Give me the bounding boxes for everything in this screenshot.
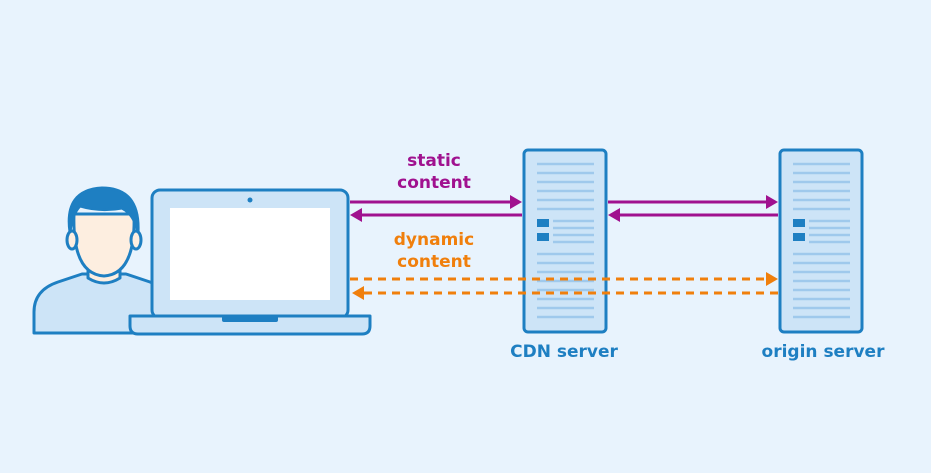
static-arrow-to-origin [608, 195, 778, 209]
dynamic-arrow-to-laptop [352, 286, 778, 300]
dynamic-content-label-line-1: dynamic [393, 230, 475, 250]
user-icon [32, 186, 164, 335]
static-arrow-to-laptop [350, 208, 522, 222]
origin-server-label: origin server [761, 342, 885, 362]
dynamic-content-label-line-2: content [397, 252, 471, 272]
origin-server-icon [778, 148, 864, 334]
static-content-label-line-1: static [407, 151, 461, 171]
static-arrow-to-cdn-back [608, 208, 778, 222]
static-arrow-to-cdn [350, 195, 522, 209]
static-content-label: static content [374, 150, 494, 194]
dynamic-content-label: dynamic content [370, 229, 498, 273]
cdn-server-label: CDN server [510, 342, 618, 362]
cdn-server-icon [522, 148, 608, 334]
dynamic-arrow-to-origin [350, 272, 778, 286]
static-content-label-line-2: content [397, 173, 471, 193]
laptop-icon [128, 188, 372, 336]
